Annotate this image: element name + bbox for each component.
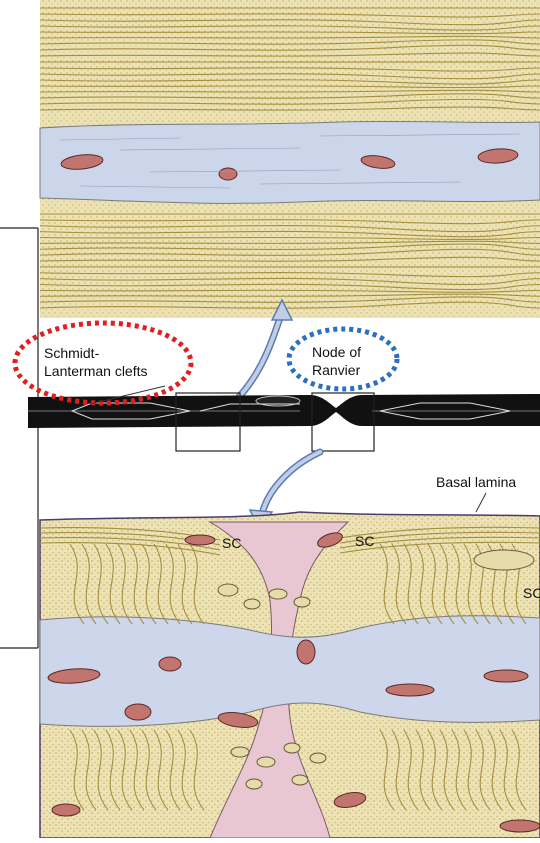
schwann-cell-label-left: SC bbox=[222, 534, 241, 552]
whole-nerve-fiber bbox=[28, 393, 540, 451]
side-frame bbox=[0, 228, 38, 648]
schwann-cell-label-middle: SC bbox=[355, 532, 374, 550]
schwann-cell-label-right: SC bbox=[523, 584, 540, 602]
node-of-ranvier-label: Node of Ranvier bbox=[312, 343, 361, 379]
basal-lamina-label: Basal lamina bbox=[436, 473, 516, 491]
schmidt-lanterman-label: Schmidt- Lanterman clefts bbox=[44, 344, 148, 380]
node-section bbox=[40, 512, 540, 838]
internode-section bbox=[40, 0, 540, 318]
schwann-nucleus bbox=[474, 550, 534, 570]
basal-lamina-pointer bbox=[476, 493, 486, 512]
